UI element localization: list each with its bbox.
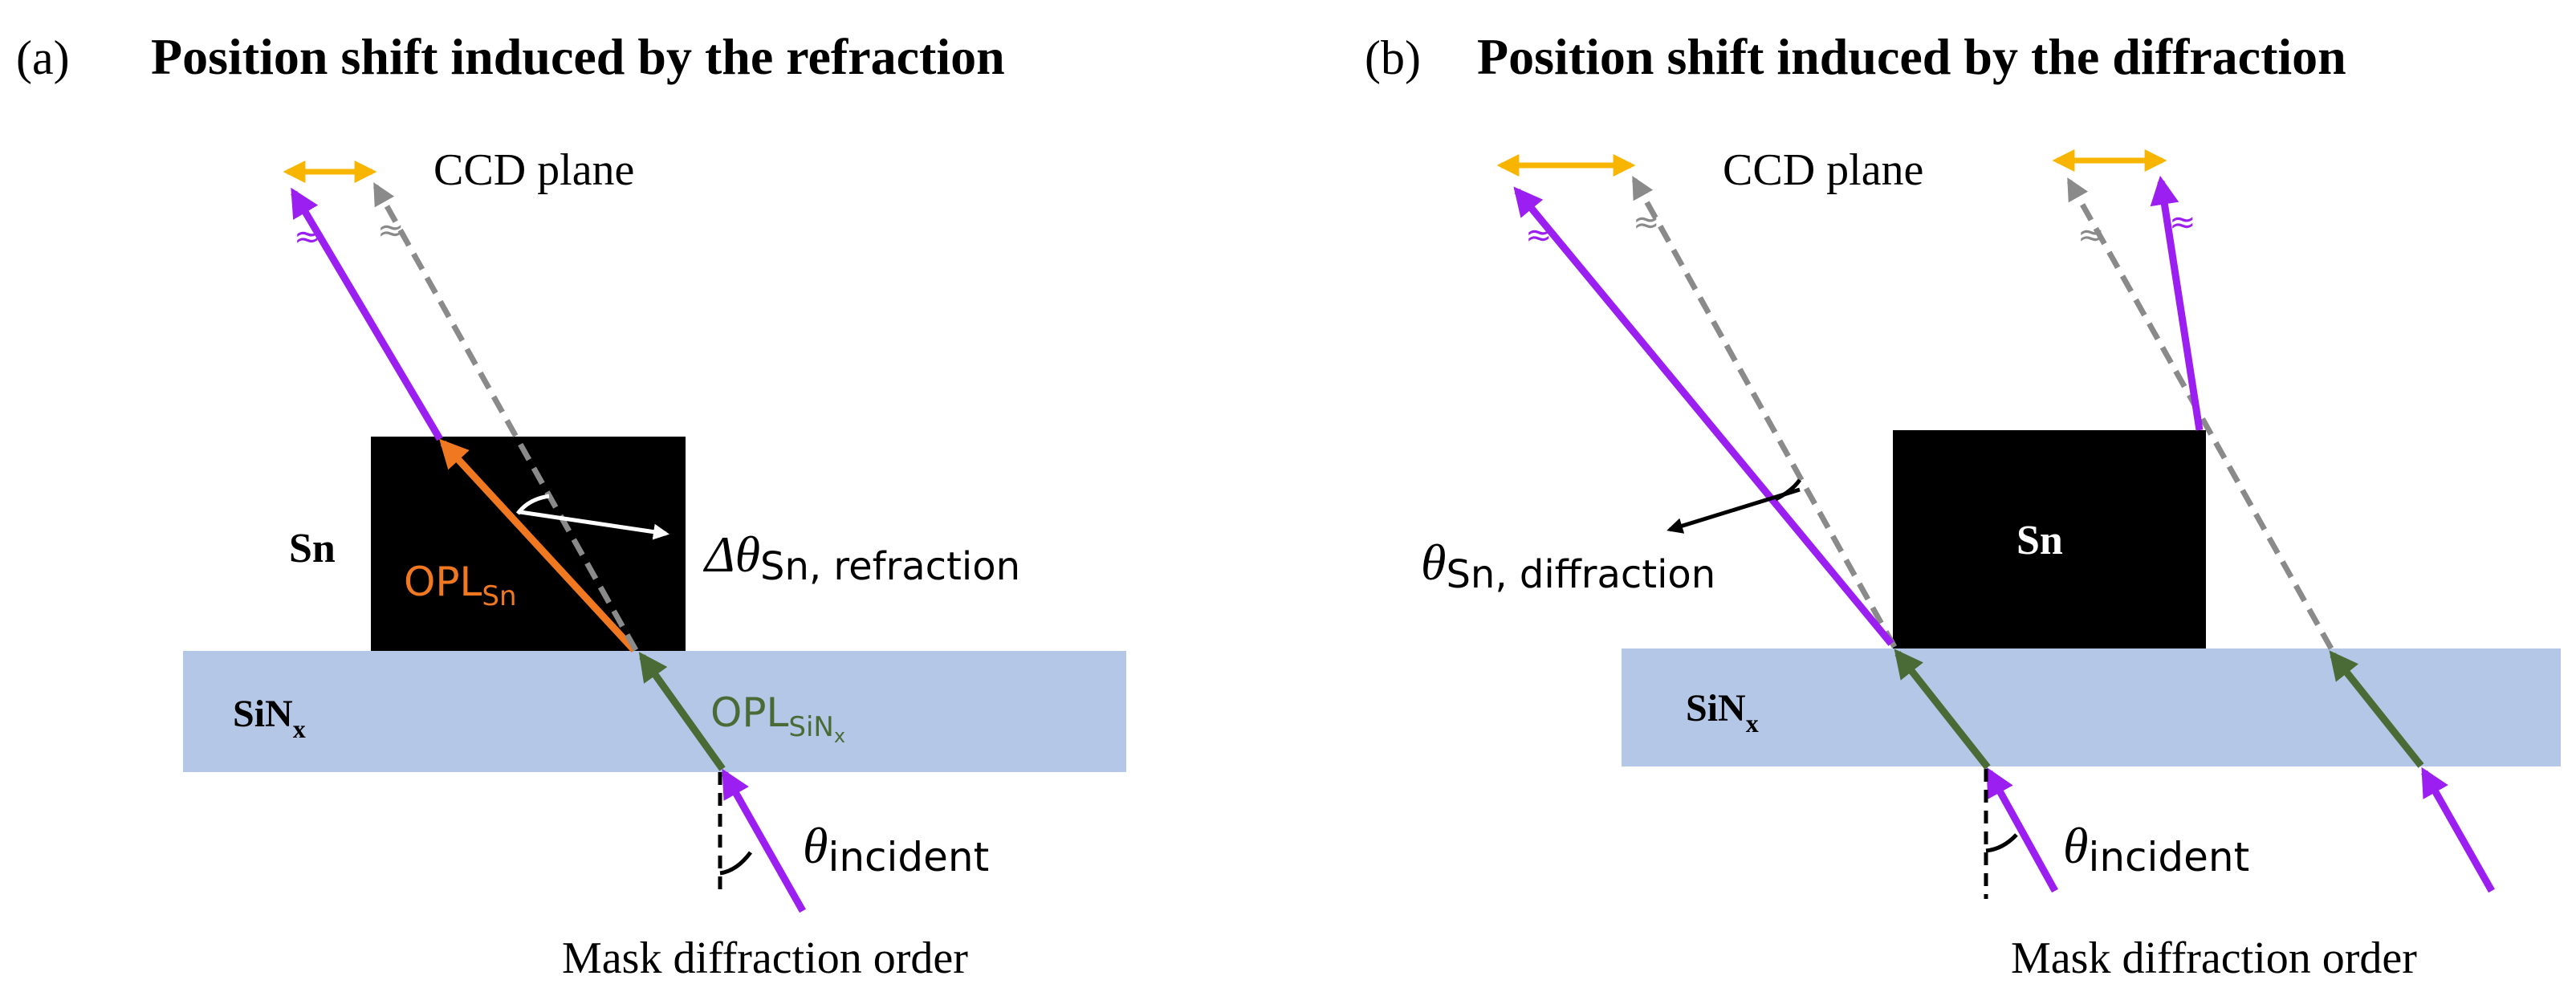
break-mark-purple: ≈ (294, 218, 321, 255)
incident-ray-right (2421, 766, 2495, 893)
break-mark-gray: ≈ (377, 212, 405, 249)
diffracted-ray-right (2150, 175, 2204, 431)
break-mark-b1: ≈ (1525, 217, 1553, 254)
panel-a-label: (a) (16, 31, 70, 84)
sn-label-b: Sn (2016, 518, 2063, 563)
sinx-layer-b (1622, 648, 2561, 766)
incident-angle-arc-b (1985, 833, 2018, 853)
undeviated-ray-left (1631, 176, 1898, 648)
mask-diffraction-label-b: Mask diffraction order (2011, 933, 2417, 983)
opl-sn-label: OPLSn (404, 559, 517, 612)
refraction-angle-arc (515, 494, 550, 515)
theta-incident-label-b: θincident (2063, 817, 2249, 880)
sinx-ray-left (1894, 648, 1991, 770)
sn-block-b (1893, 430, 2206, 648)
undeviated-ray (372, 182, 639, 652)
theta-incident-label: θincident (803, 817, 989, 880)
refraction-angle-pointer (519, 510, 669, 540)
sinx-label: SiNx (233, 693, 306, 743)
opl-sinx-label: OPLSiNx (710, 689, 845, 747)
delta-theta-label: ΔθSn, refraction (702, 526, 1020, 589)
incident-ray-left (1986, 766, 2058, 893)
diffraction-angle-pointer (1666, 487, 1801, 534)
sinx-ray-right (2329, 650, 2424, 768)
diffracted-ray-left (1513, 186, 1894, 646)
break-mark-b2: ≈ (1633, 204, 1660, 241)
panel-a-title: Position shift induced by the refraction (151, 28, 1005, 85)
panel-b-label: (b) (1365, 31, 1421, 84)
ccd-plane-label-b: CCD plane (1723, 145, 1923, 195)
break-mark-b4: ≈ (2169, 204, 2196, 241)
undeviated-ray-right (2066, 177, 2334, 650)
sn-block (371, 437, 686, 651)
panel-b-title: Position shift induced by the diffractio… (1477, 28, 2346, 85)
incident-angle-arc (719, 851, 753, 876)
panel-b: (b) Position shift induced by the diffra… (1365, 28, 2561, 983)
theta-diffraction-label: θSn, diffraction (1421, 534, 1715, 597)
sinx-label-b: SiNx (1686, 687, 1759, 738)
sn-label: Sn (289, 526, 336, 571)
refracted-ray (291, 187, 443, 441)
panel-a: (a) Position shift induced by the refrac… (16, 28, 1126, 983)
mask-diffraction-label-a: Mask diffraction order (562, 933, 968, 983)
ccd-plane-label: CCD plane (433, 145, 634, 195)
opl-sn-ray (439, 438, 637, 653)
incident-ray (722, 768, 806, 913)
break-mark-b3: ≈ (2077, 217, 2105, 254)
opl-sinx-ray (638, 652, 726, 771)
